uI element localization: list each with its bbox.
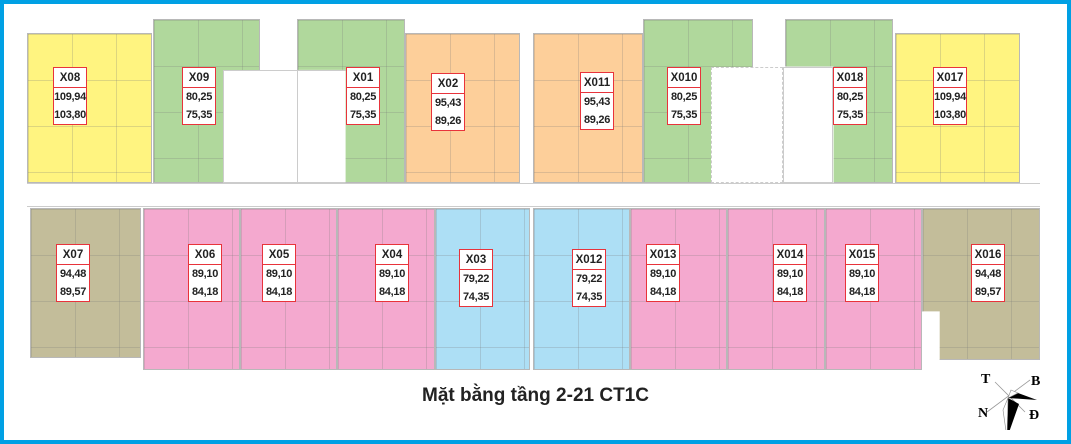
compass-rose-icon (986, 379, 1037, 430)
compass-label-t: T (981, 372, 991, 387)
unit-x08[interactable] (27, 33, 152, 183)
compass: T B N Đ (975, 370, 1045, 430)
staircase-left (297, 70, 347, 183)
compass-label-n: N (978, 406, 989, 421)
compass-label-d: Đ (1029, 408, 1040, 423)
unit-x06[interactable] (143, 208, 240, 370)
staircase-right (711, 67, 783, 183)
floor-plan-title: Mặt bằng tầng 2-21 CT1C (422, 385, 649, 406)
elevator-core-right (783, 67, 833, 183)
elevator-core-left (223, 70, 298, 183)
compass-label-b: B (1031, 374, 1041, 389)
corridor (27, 183, 1040, 207)
